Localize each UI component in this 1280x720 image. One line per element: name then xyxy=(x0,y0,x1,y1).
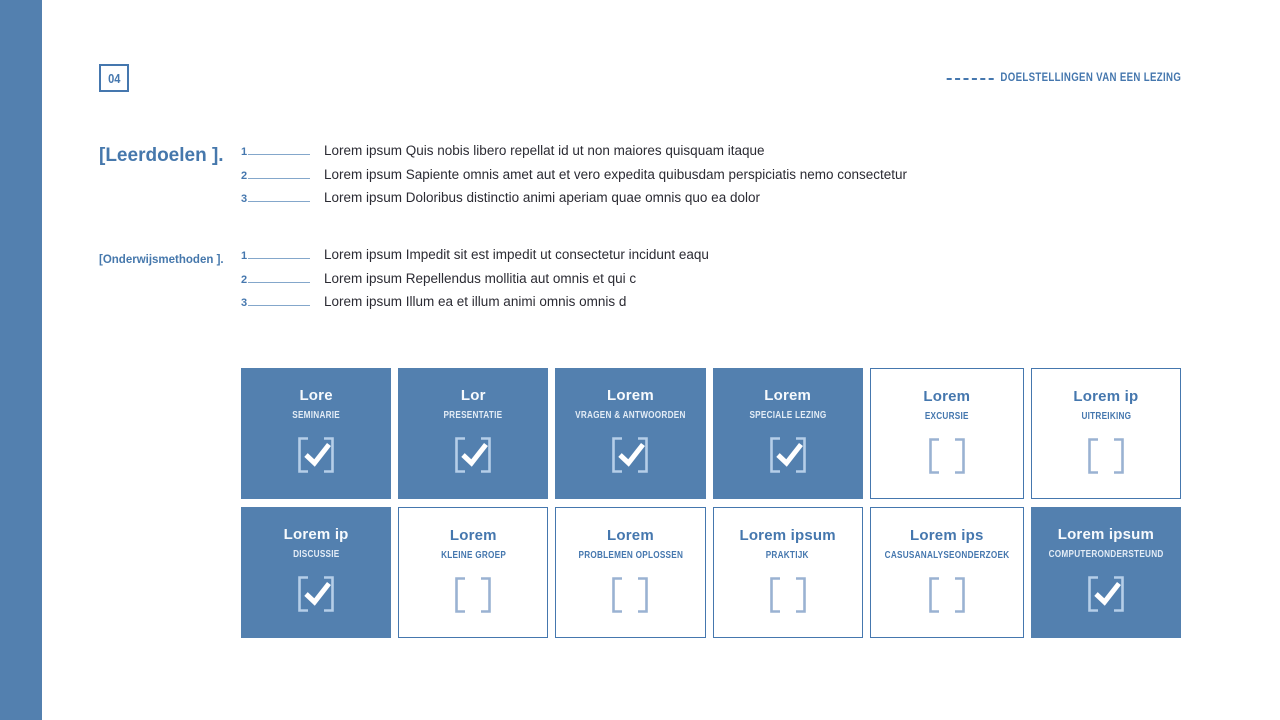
method-card-title: Lorem ip xyxy=(1073,388,1139,405)
methods-grid: Lore SEMINARIE Lor PRESENTATIE Lorem VRA… xyxy=(241,368,1181,638)
list-item-number: 1 xyxy=(241,146,248,158)
method-card-subtitle: KLEINE GROEP xyxy=(440,549,506,561)
method-card-title: Lorem xyxy=(764,387,812,404)
list-item-rule xyxy=(248,258,310,259)
checkbox-unchecked-icon xyxy=(612,576,649,613)
method-card-subtitle: EXCURSIE xyxy=(924,410,969,422)
list-item-rule xyxy=(248,154,310,155)
list-item: 3 Lorem ipsum Illum ea et illum animi omn… xyxy=(241,290,709,314)
checkbox-checked-icon xyxy=(612,436,649,473)
method-card-subtitle: VRAGEN & ANTWOORDEN xyxy=(575,409,686,421)
header-dash-line xyxy=(946,78,994,80)
method-card-subtitle: SPECIALE LEZING xyxy=(749,409,827,421)
checkbox-unchecked-icon xyxy=(928,576,965,613)
left-accent-bar xyxy=(0,0,42,720)
list-item-text: Lorem ipsum Repellendus mollitia aut omn… xyxy=(324,270,637,286)
method-card-title: Lorem ips xyxy=(910,527,984,544)
section-label-leerdoelen: [Leerdoelen ]. xyxy=(99,145,224,166)
list-item-text: Lorem ipsum Illum ea et illum animi omni… xyxy=(324,294,627,310)
section-label-onderwijsmethoden: [Onderwijsmethoden ]. xyxy=(99,254,224,266)
method-card-subtitle: UITREIKING xyxy=(1080,410,1131,422)
method-card-subtitle: PRAKTIJK xyxy=(766,549,810,561)
method-card-discussie[interactable]: Lorem ip DISCUSSIE xyxy=(241,507,392,638)
checkbox-checked-icon xyxy=(298,575,334,612)
method-card-title: Lorem ip xyxy=(283,526,349,543)
list-item: 3 Lorem ipsum Doloribus distinctio animi … xyxy=(241,186,907,210)
list-item-number: 3 xyxy=(241,193,248,206)
method-card-seminarie[interactable]: Lore SEMINARIE xyxy=(241,368,392,499)
method-card-subtitle: DISCUSSIE xyxy=(292,548,340,560)
method-card-title: Lore xyxy=(299,387,333,404)
method-card-speciale-lezing[interactable]: Lorem SPECIALE LEZING xyxy=(712,368,863,499)
list-item-rule xyxy=(248,305,310,307)
page-number: 04 xyxy=(107,70,121,86)
method-card-title: Lorem xyxy=(449,527,497,544)
method-card-computerondersteund[interactable]: Lorem ipsum COMPUTERONDERSTEUND xyxy=(1030,507,1181,638)
method-card-uitreiking[interactable]: Lorem ip UITREIKING xyxy=(1030,368,1181,499)
method-card-title: Lorem xyxy=(923,388,971,405)
page-number-box: 04 xyxy=(99,64,129,92)
header-label: DOELSTELLINGEN VAN EEN LEZING xyxy=(1000,72,1181,84)
method-card-problemen-oplossen[interactable]: Lorem PROBLEMEN OPLOSSEN xyxy=(555,507,706,638)
method-card-presentatie[interactable]: Lor PRESENTATIE xyxy=(398,368,549,499)
checkbox-checked-icon xyxy=(298,436,334,473)
method-card-title: Lorem ipsum xyxy=(1057,526,1155,543)
method-card-excursie[interactable]: Lorem EXCURSIE xyxy=(869,368,1024,499)
method-card-subtitle: SEMINARIE xyxy=(292,409,340,421)
list-item: 1 Lorem ipsum Quis nobis libero repellat … xyxy=(241,139,907,163)
checkbox-checked-icon xyxy=(455,436,492,473)
method-card-praktijk[interactable]: Lorem ipsum PRAKTIJK xyxy=(712,507,863,638)
checkbox-unchecked-icon xyxy=(455,576,492,613)
list-item-text: Lorem ipsum Doloribus distinctio animi a… xyxy=(324,190,760,206)
method-card-subtitle: COMPUTERONDERSTEUND xyxy=(1048,548,1164,560)
method-card-kleine-groep[interactable]: Lorem KLEINE GROEP xyxy=(398,507,549,638)
list-item-rule xyxy=(248,281,310,283)
checkbox-checked-icon xyxy=(1088,575,1124,612)
checkbox-checked-icon xyxy=(769,436,806,473)
checkbox-unchecked-icon xyxy=(1088,437,1124,474)
list-item-rule xyxy=(248,177,310,179)
checkbox-unchecked-icon xyxy=(769,576,806,613)
list-item-text: Lorem ipsum Quis nobis libero repellat i… xyxy=(324,143,765,158)
method-card-subtitle: CASUSANALYSEONDERZOEK xyxy=(884,549,1010,561)
list-item-number: 2 xyxy=(241,273,248,286)
method-card-title: Lorem xyxy=(607,387,654,404)
list-item-number: 2 xyxy=(241,169,248,182)
checkbox-unchecked-icon xyxy=(928,437,965,474)
list-item: 1 Lorem ipsum Impedit sit est impedit ut … xyxy=(241,243,709,267)
list-item: 2 Lorem ipsum Sapiente omnis amet aut et … xyxy=(241,163,907,187)
list-item-number: 3 xyxy=(241,297,248,310)
list-item-rule xyxy=(248,201,310,203)
method-card-subtitle: PRESENTATIE xyxy=(443,409,503,421)
method-card-subtitle: PROBLEMEN OPLOSSEN xyxy=(578,549,683,561)
method-card-casusanalyseonderzoek[interactable]: Lorem ips CASUSANALYSEONDERZOEK xyxy=(869,507,1024,638)
list-item-text: Lorem ipsum Impedit sit est impedit ut c… xyxy=(324,247,709,262)
list-item-text: Lorem ipsum Sapiente omnis amet aut et v… xyxy=(324,166,908,182)
header: DOELSTELLINGEN VAN EEN LEZING xyxy=(946,72,1181,84)
method-card-vragen-antwoorden[interactable]: Lorem VRAGEN & ANTWOORDEN xyxy=(555,368,706,499)
list-item: 2 Lorem ipsum Repellendus mollitia aut om… xyxy=(241,267,709,291)
method-card-title: Lorem xyxy=(607,527,654,544)
leerdoelen-list: 1 Lorem ipsum Quis nobis libero repellat … xyxy=(241,139,907,210)
onderwijsmethoden-list: 1 Lorem ipsum Impedit sit est impedit ut … xyxy=(241,243,709,314)
method-card-title: Lorem ipsum xyxy=(739,527,836,544)
method-card-title: Lor xyxy=(460,387,486,404)
list-item-number: 1 xyxy=(241,250,248,262)
